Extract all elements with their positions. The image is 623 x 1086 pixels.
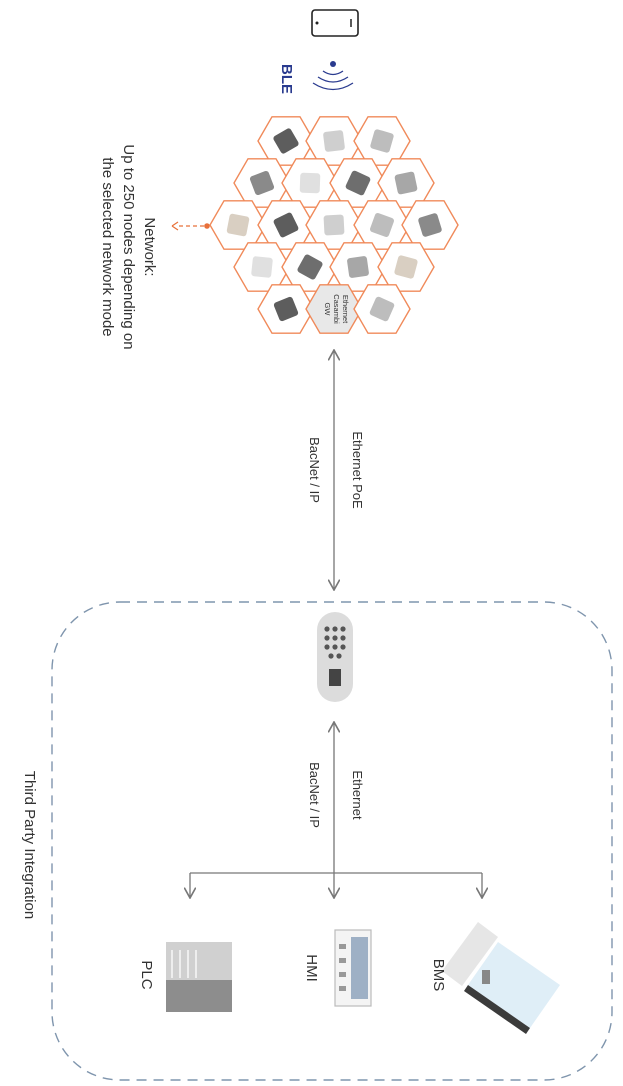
node-device-icon [370,213,394,237]
node-device-icon [369,296,395,322]
network-title: Network: [141,217,158,276]
node-device-icon [345,170,371,196]
node-device-icon [394,255,418,279]
ble-label: BLE [278,64,295,94]
node-device-icon [299,172,321,194]
hmi-label: HMI [303,954,320,982]
node-device-icon [273,128,299,154]
plc-unit-icon [166,942,232,1012]
node-hexagon [305,284,363,334]
node-device-icon [226,213,250,237]
node-device-icon [370,129,394,153]
network-line-1: Up to 250 nodes depending on [120,144,137,349]
phone-icon [311,9,359,37]
node-device-icon [297,254,323,280]
node-device-icon [418,213,442,237]
ble-signal-icon [312,61,354,91]
gateway-label-1: Ethernet [341,295,350,324]
plc-label: PLC [138,960,155,989]
controller-device-icon [317,612,353,702]
gateway-label-2: Casambi [332,294,341,324]
node-device-icon [249,170,275,196]
node-device-icon [394,171,418,195]
node-device-icon [347,256,369,278]
link-lower-bottom-label: BacNet / IP [307,762,322,828]
link-upper-bottom-label: BacNet / IP [307,437,322,503]
bms-laptop-icon [442,922,560,1034]
link-upper-top-label: Ethernet PoE [350,431,365,509]
node-device-icon [273,296,299,322]
link-lower-top-label: Ethernet [350,770,365,820]
gateway-label-3: GW [323,303,332,317]
node-device-icon [273,212,299,238]
third-party-frame [51,601,613,1081]
network-line-2: the selected network mode [99,157,116,336]
node-device-icon [323,130,345,152]
third-party-label: Third Party Integration [21,771,38,919]
node-device-icon [323,214,345,236]
branch-lines [190,872,482,898]
node-device-icon [251,256,273,278]
hmi-panel-icon [334,929,372,1007]
network-label: Network: Up to 250 nodes depending on th… [99,144,158,349]
bms-label: BMS [430,959,447,992]
network-pointer [171,221,210,231]
